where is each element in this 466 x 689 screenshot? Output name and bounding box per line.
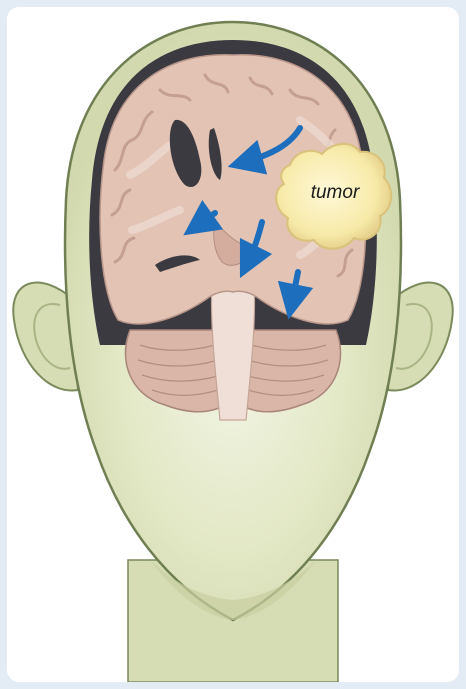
figure-frame: tumor bbox=[7, 7, 459, 682]
tumor-label: tumor bbox=[311, 182, 360, 203]
brainstem bbox=[211, 280, 254, 420]
brain-herniation-diagram: tumor bbox=[7, 7, 459, 682]
